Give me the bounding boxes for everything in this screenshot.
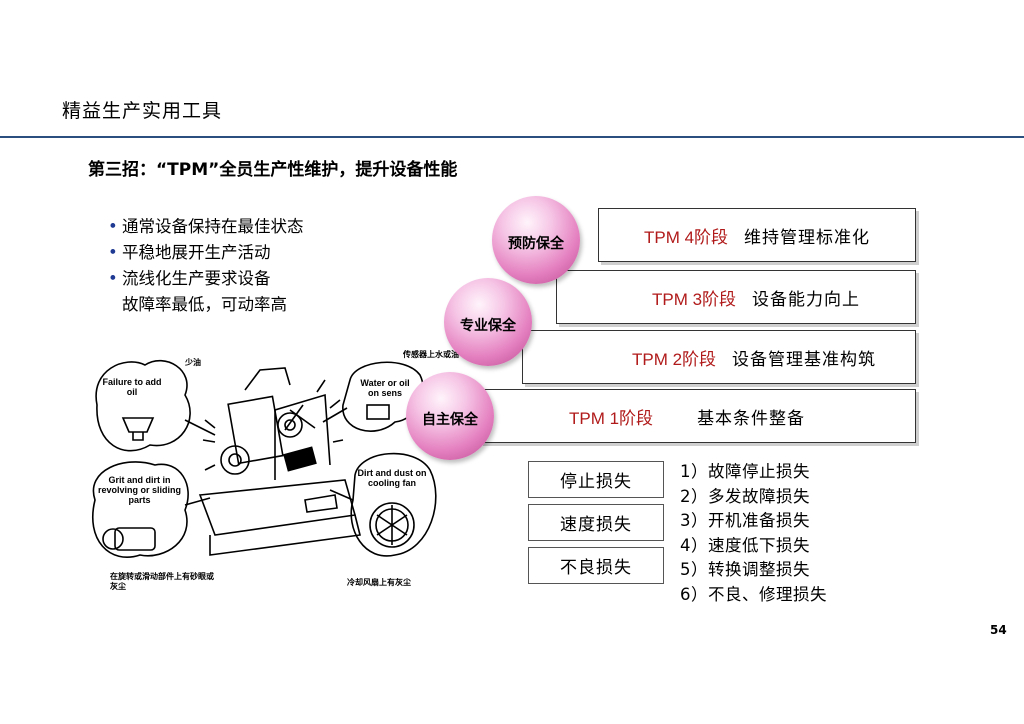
header-divider xyxy=(0,136,1024,138)
stage-tpm-label: TPM 3阶段 xyxy=(651,289,737,309)
machine-illustration: Failure to add oil Grit and dirt in revo… xyxy=(92,350,459,591)
bullet-continuation: 故障率最低，可动率高 xyxy=(122,295,287,314)
stage-desc: 维持管理标准化 xyxy=(744,227,871,248)
bullet-text: 通常设备保持在最佳状态 xyxy=(122,217,304,236)
loss-item: 6）不良、修理损失 xyxy=(680,584,827,604)
bubble-failure-text: Failure to add oil xyxy=(102,377,162,397)
stage-box-2: TPM 2阶段 设备管理基准构筑 xyxy=(522,330,916,384)
stage-tpm-label: TPM 1阶段 xyxy=(569,408,654,428)
loss-item: 5）转换调整损失 xyxy=(680,560,810,579)
maintenance-label: 专业保全 xyxy=(460,318,516,334)
bubble-grit-text: Grit and dirt in revolving or sliding pa… xyxy=(97,475,181,505)
bubble-failure-shape xyxy=(95,359,191,452)
maintenance-label: 自主保全 xyxy=(422,412,478,428)
bubble-dirt-shape xyxy=(350,452,437,557)
loss-type-box: 停止损失 xyxy=(528,461,664,498)
bullet-text: 平稳地展开生产活动 xyxy=(122,243,271,262)
page-title: 精益生产实用工具 xyxy=(62,100,223,122)
stage-tpm-label: TPM 4阶段 xyxy=(643,227,729,247)
maintenance-label: 预防保全 xyxy=(508,236,564,252)
stage-desc: 设备能力向上 xyxy=(752,289,861,310)
loss-type-box: 速度损失 xyxy=(528,504,664,541)
bullet-item: 平稳地展开生产活动 xyxy=(108,240,304,266)
loss-item: 2）多发故障损失 xyxy=(680,486,810,506)
stage-tpm-label: TPM 2阶段 xyxy=(631,349,717,369)
bubble-grit-shape xyxy=(92,461,189,558)
bullet-list: 通常设备保持在最佳状态 平稳地展开生产活动 流线化生产要求设备故障率最低，可动率… xyxy=(108,214,304,318)
maintenance-ball-preventive: 预防保全 xyxy=(492,196,580,284)
caption-oil: 少油 xyxy=(185,358,201,367)
loss-type-box: 不良损失 xyxy=(528,547,664,584)
maintenance-ball-professional: 专业保全 xyxy=(444,278,532,366)
loss-item: 3）开机准备损失 xyxy=(680,511,810,530)
bullet-item: 通常设备保持在最佳状态 xyxy=(108,214,304,240)
bullet-text: 流线化生产要求设备 xyxy=(122,269,271,288)
bubble-dirt-text: Dirt and dust on cooling fan xyxy=(357,468,427,488)
stage-box-3: TPM 3阶段 设备能力向上 xyxy=(556,270,916,324)
stage-desc: 基本条件整备 xyxy=(697,408,806,429)
loss-list: 1）故障停止损失 2）多发故障损失 3）开机准备损失 4）速度低下损失 5）转换… xyxy=(680,460,827,607)
page-number: 54 xyxy=(990,623,1007,637)
caption-sensor: 传感器上水或油 xyxy=(403,350,459,359)
slide-subtitle: 第三招：“TPM”全员生产性维护，提升设备性能 xyxy=(88,160,458,180)
loss-item: 1）故障停止损失 xyxy=(680,462,810,481)
maintenance-ball-autonomous: 自主保全 xyxy=(406,372,494,460)
bubble-water-text: Water or oil on sens xyxy=(360,378,410,398)
loss-item: 4）速度低下损失 xyxy=(680,535,810,555)
caption-fan: 冷却风扇上有灰尘 xyxy=(347,578,411,587)
stage-box-1: TPM 1阶段 基本条件整备 xyxy=(480,389,916,443)
caption-revolving: 在旋转或滑动部件上有砂眼或灰尘 xyxy=(110,572,214,591)
stage-box-4: TPM 4阶段 维持管理标准化 xyxy=(598,208,916,262)
stage-desc: 设备管理基准构筑 xyxy=(732,349,877,370)
